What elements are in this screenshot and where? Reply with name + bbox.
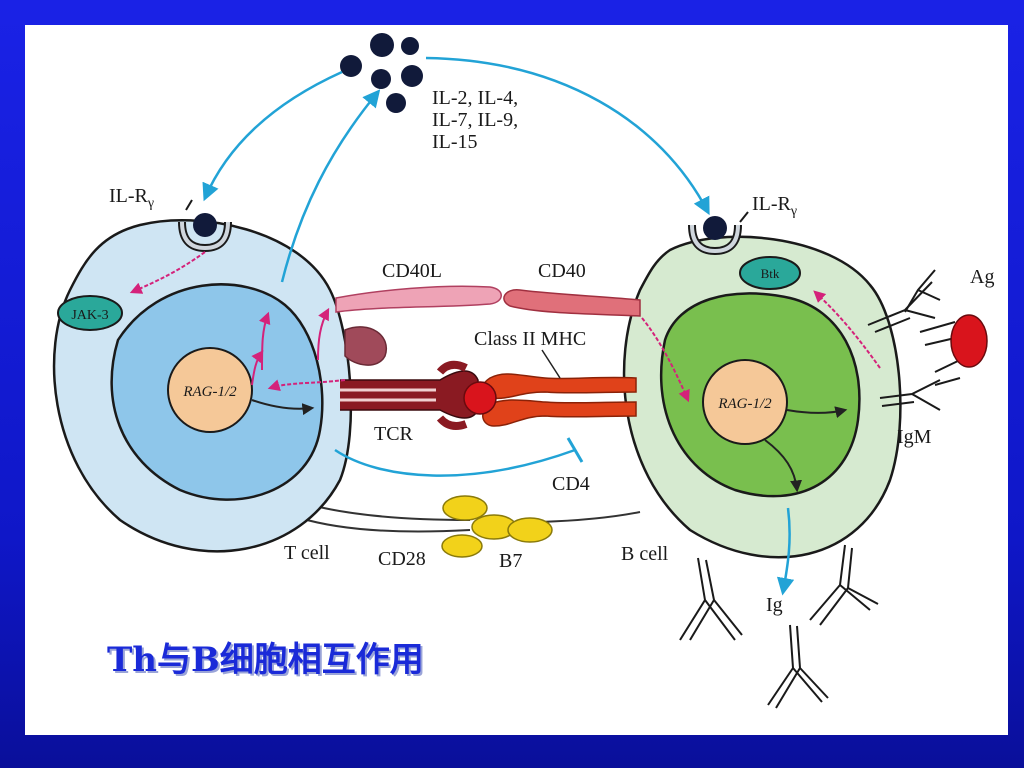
cytokine-cluster [340, 33, 423, 113]
t-cell-rag-label: RAG-1/2 [182, 384, 237, 400]
jak3-badge [57, 295, 123, 331]
ig-label: Ig [766, 594, 783, 616]
b-rag-arrow-1 [786, 406, 848, 419]
t-cell-label: T cell [284, 542, 330, 564]
btk-label: Btk [761, 266, 780, 281]
slide: RAG-1/2 JAK-3 RAG-1/2 Btk [25, 25, 1008, 735]
cytokine-to-b-receptor-arrow [425, 56, 710, 216]
cd4-arrow [334, 448, 576, 477]
cd40-label: CD40 [538, 260, 586, 282]
b7-label: B7 [499, 550, 522, 572]
cd40l-label: CD40L [382, 260, 442, 282]
secreted-ig-antibodies [679, 544, 879, 709]
igm-label: IgM [897, 426, 932, 448]
t-signal-arrow-4 [317, 307, 330, 361]
b-cell-rag [702, 359, 788, 445]
b-rag-arrow-2 [764, 439, 803, 493]
ag-label: Ag [970, 266, 994, 288]
t-cell-membrane-protein [344, 326, 388, 366]
cd40-molecule [503, 289, 641, 317]
t-rag-arrow [251, 399, 315, 416]
slide-caption: Th与B细胞相互作用 [107, 640, 424, 680]
cd40l-molecule [335, 285, 502, 313]
cytokine-label-line2: IL-7, IL-9, [432, 109, 518, 131]
b-cell-label: B cell [621, 543, 669, 565]
t-cell-secretion-arrow [280, 89, 381, 283]
ig-secretion-arrow [776, 507, 795, 596]
b-signal-arrow-1 [641, 317, 690, 403]
cd4-label: CD4 [552, 473, 590, 495]
t-signal-arrow-2 [267, 379, 346, 391]
b7-molecules [441, 495, 553, 558]
t-signal-arrow-1 [129, 251, 206, 294]
tcr-molecule [340, 360, 479, 430]
b-signal-arrow-2 [813, 290, 881, 369]
b-cell-rag-label: RAG-1/2 [717, 396, 772, 412]
b-cell: RAG-1/2 Btk [622, 235, 902, 559]
igm-receptors [867, 269, 961, 411]
t-cell-il-r-label: IL-Rγ [109, 185, 154, 211]
antigen-peptide [463, 381, 497, 415]
t-cell-il-receptor [178, 199, 232, 253]
t-signal-arrow-5 [251, 350, 264, 386]
mhc-pointer [541, 349, 561, 379]
cytokine-label-line1: IL-2, IL-4, [432, 87, 518, 109]
class2-mhc-label: Class II MHC [474, 328, 586, 350]
cytokine-label-line3: IL-15 [432, 131, 478, 153]
b-cell-il-r-label: IL-Rγ [752, 193, 797, 219]
btk-badge [739, 256, 801, 290]
jak3-label: JAK-3 [71, 308, 108, 323]
t-cell-rag [167, 347, 253, 433]
t-signal-arrow-3 [259, 311, 271, 371]
b-cell-il-receptor [688, 211, 749, 256]
diagram: RAG-1/2 JAK-3 RAG-1/2 Btk [52, 33, 994, 709]
tcr-label: TCR [374, 423, 414, 445]
cytokine-to-t-receptor-arrow [202, 70, 343, 202]
b7-stalk [539, 511, 641, 523]
antigen-ag [950, 314, 988, 368]
t-cell: RAG-1/2 JAK-3 [52, 219, 353, 553]
class2-mhc-molecule [463, 373, 637, 427]
cd28-label: CD28 [378, 548, 426, 570]
